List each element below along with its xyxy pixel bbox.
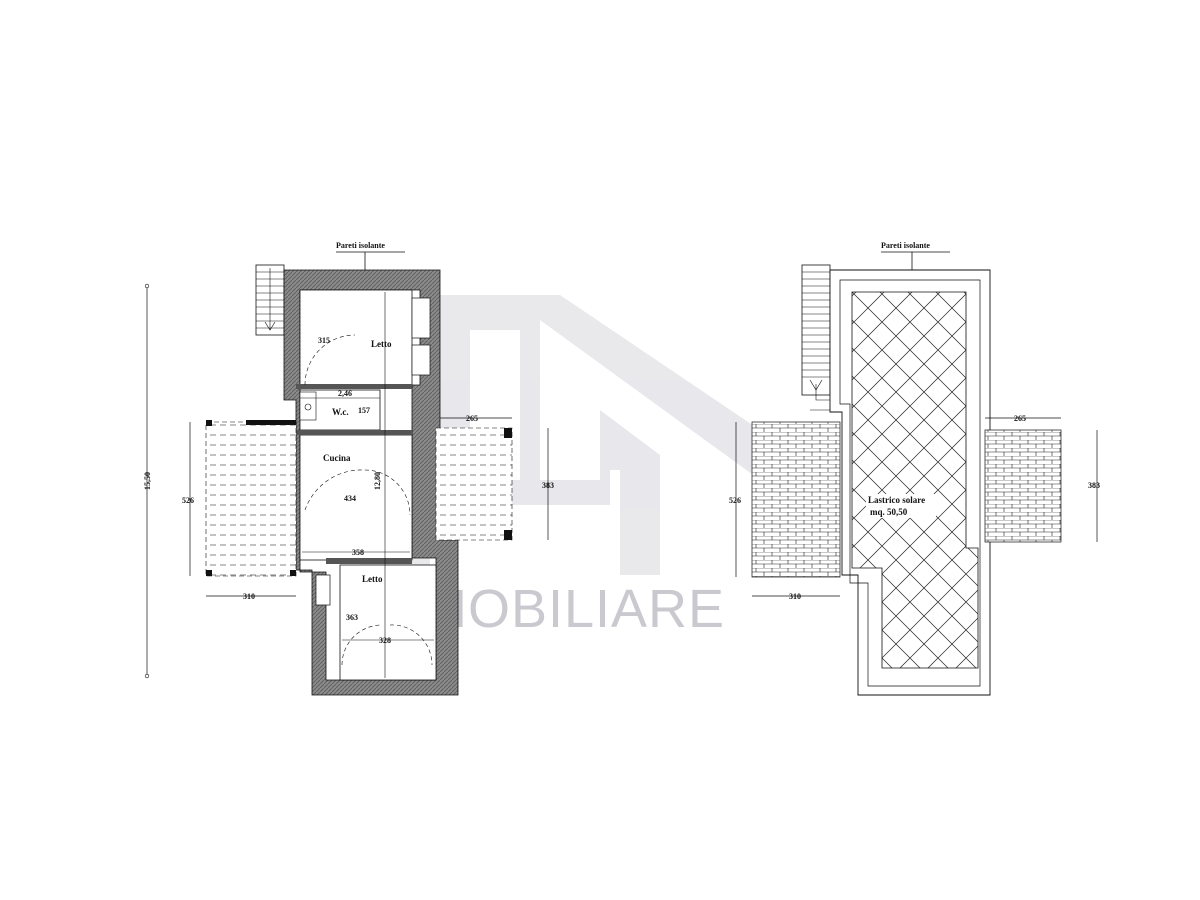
wc-width-dim: 2,46: [338, 389, 352, 398]
bedroom-bottom-room: [339, 564, 437, 681]
door-swing-kitchen-2: [364, 469, 411, 516]
lastrico-solare-area: [851, 291, 979, 669]
right-plan-left-height-dim: 526: [729, 496, 741, 505]
dim-marker: [144, 673, 150, 679]
right-terrace-width-dim: 265: [466, 414, 478, 423]
bed-bottom-height-dim: 363: [346, 613, 358, 622]
dim-marker: [144, 283, 150, 289]
right-roof-plan: Pareti isolante Lastrico solare mq. 50,5…: [729, 241, 1100, 696]
kitchen-height-dim: 434: [344, 494, 356, 503]
shower-drain-icon: [304, 403, 312, 411]
right-plan-right-height-dim: 383: [1088, 481, 1100, 490]
right-plan-right-width-dim: 265: [1014, 414, 1026, 423]
partition-3: [326, 558, 412, 564]
door-swing-kitchen: [304, 469, 366, 511]
room-label-kitchen: Cucina: [323, 453, 351, 463]
area-label: Lastrico solare: [868, 495, 925, 505]
kitchen-room: [299, 434, 413, 561]
room-label-bedroom-top: Letto: [371, 339, 392, 349]
right-terrace-height-dim: 383: [542, 481, 554, 490]
right-plan-right-terrace: [984, 429, 1062, 543]
partition-1: [296, 384, 412, 389]
room-label-bedroom-bottom: Letto: [362, 574, 383, 584]
wc-depth-dim: 157: [358, 406, 370, 415]
partition-2: [296, 430, 412, 435]
total-height-dim: 15,50: [143, 472, 152, 490]
right-wall-note: Pareti isolante: [881, 241, 930, 250]
left-terrace-width-dim: 310: [243, 592, 255, 601]
area-value: mq. 50,50: [870, 507, 908, 517]
door-swing-bed-bottom-2: [389, 624, 433, 666]
window-right-top: [411, 297, 431, 339]
left-wall-note: Pareti isolante: [336, 241, 385, 250]
kitchen-width-dim: 358: [352, 548, 364, 557]
bedroom-top-room: [299, 289, 413, 386]
roof-parapet-inner: [839, 279, 981, 687]
left-external-stair: [255, 264, 285, 336]
room-label-wc: W.c.: [332, 407, 349, 417]
bed-top-height-dim: 315: [318, 336, 330, 345]
left-terrace: [205, 420, 297, 577]
window-right-mid: [411, 344, 431, 376]
bed-bottom-width-dim: 328: [379, 636, 391, 645]
area-label-bg: [866, 494, 936, 518]
shower-icon: [299, 391, 317, 421]
window-bottom-left: [315, 574, 331, 606]
right-external-stair: [801, 264, 851, 411]
door-swing-bed-top: [304, 334, 356, 386]
inner-length-dim: 12,80: [373, 472, 382, 490]
door-swing-bed-bottom: [341, 624, 383, 666]
left-floor-plan: Pareti isolante: [143, 241, 554, 696]
right-terrace: [435, 427, 513, 541]
left-terrace-height-dim: 526: [182, 496, 194, 505]
right-plan-left-width-dim: 310: [789, 592, 801, 601]
right-plan-left-terrace: [751, 421, 841, 578]
